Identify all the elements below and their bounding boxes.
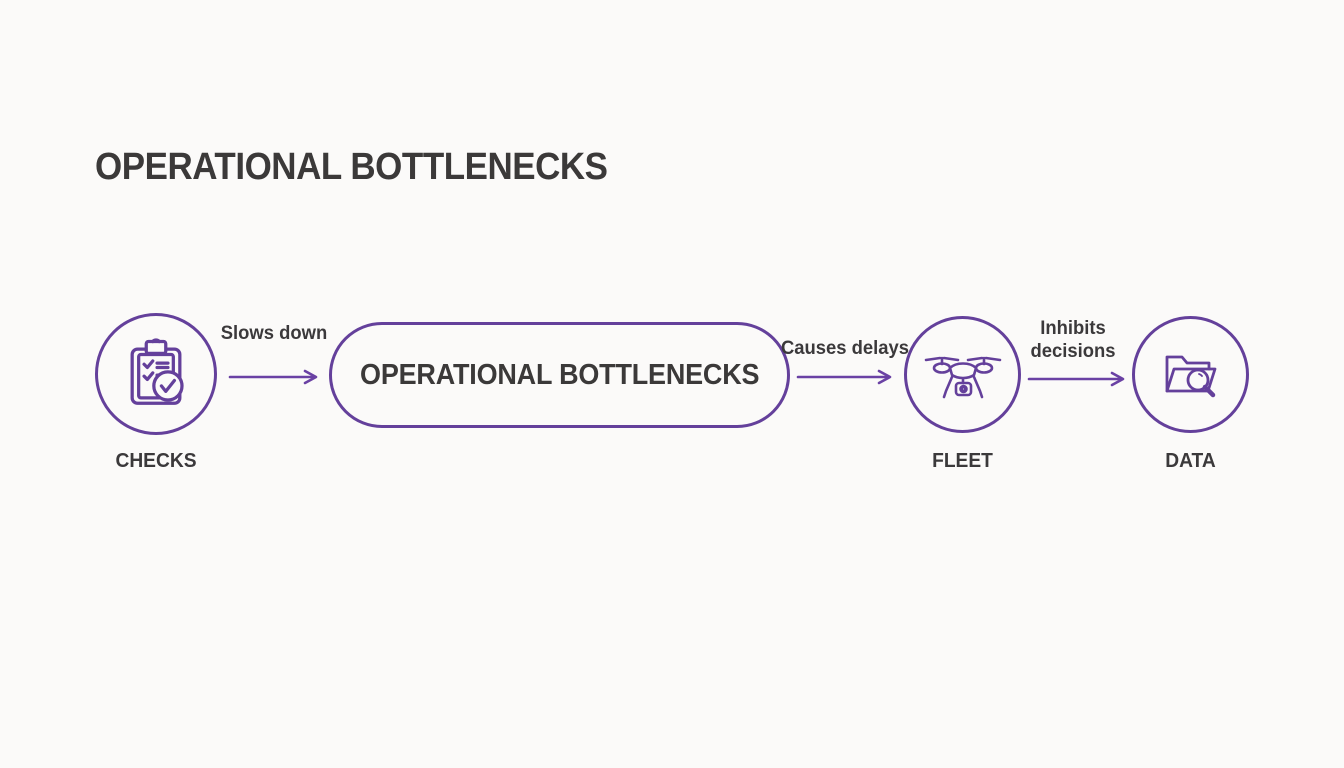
edge-label-slows-down: Slows down <box>220 323 328 344</box>
node-data <box>1132 316 1249 433</box>
edge-label-causes-delays: Causes delays <box>780 338 910 359</box>
checklist-clipboard-icon <box>117 333 195 415</box>
edge-label-inhibits-decisions: Inhibits decisions <box>1030 318 1116 362</box>
drone-icon <box>918 339 1008 411</box>
pill-label: OPERATIONAL BOTTLENECKS <box>359 358 760 391</box>
page-title: OPERATIONAL BOTTLENECKS <box>95 146 608 188</box>
arrow-right-icon <box>1027 371 1129 392</box>
node-checks <box>95 313 217 435</box>
node-label-checks: CHECKS <box>115 450 197 472</box>
node-operational-bottlenecks: OPERATIONAL BOTTLENECKS <box>329 322 790 428</box>
node-label-fleet: FLEET <box>932 450 993 472</box>
arrow-right-icon <box>228 369 322 390</box>
folder-search-icon <box>1152 339 1230 411</box>
arrow-right-icon <box>796 369 896 390</box>
node-label-data: DATA <box>1165 450 1216 472</box>
node-fleet <box>904 316 1021 433</box>
